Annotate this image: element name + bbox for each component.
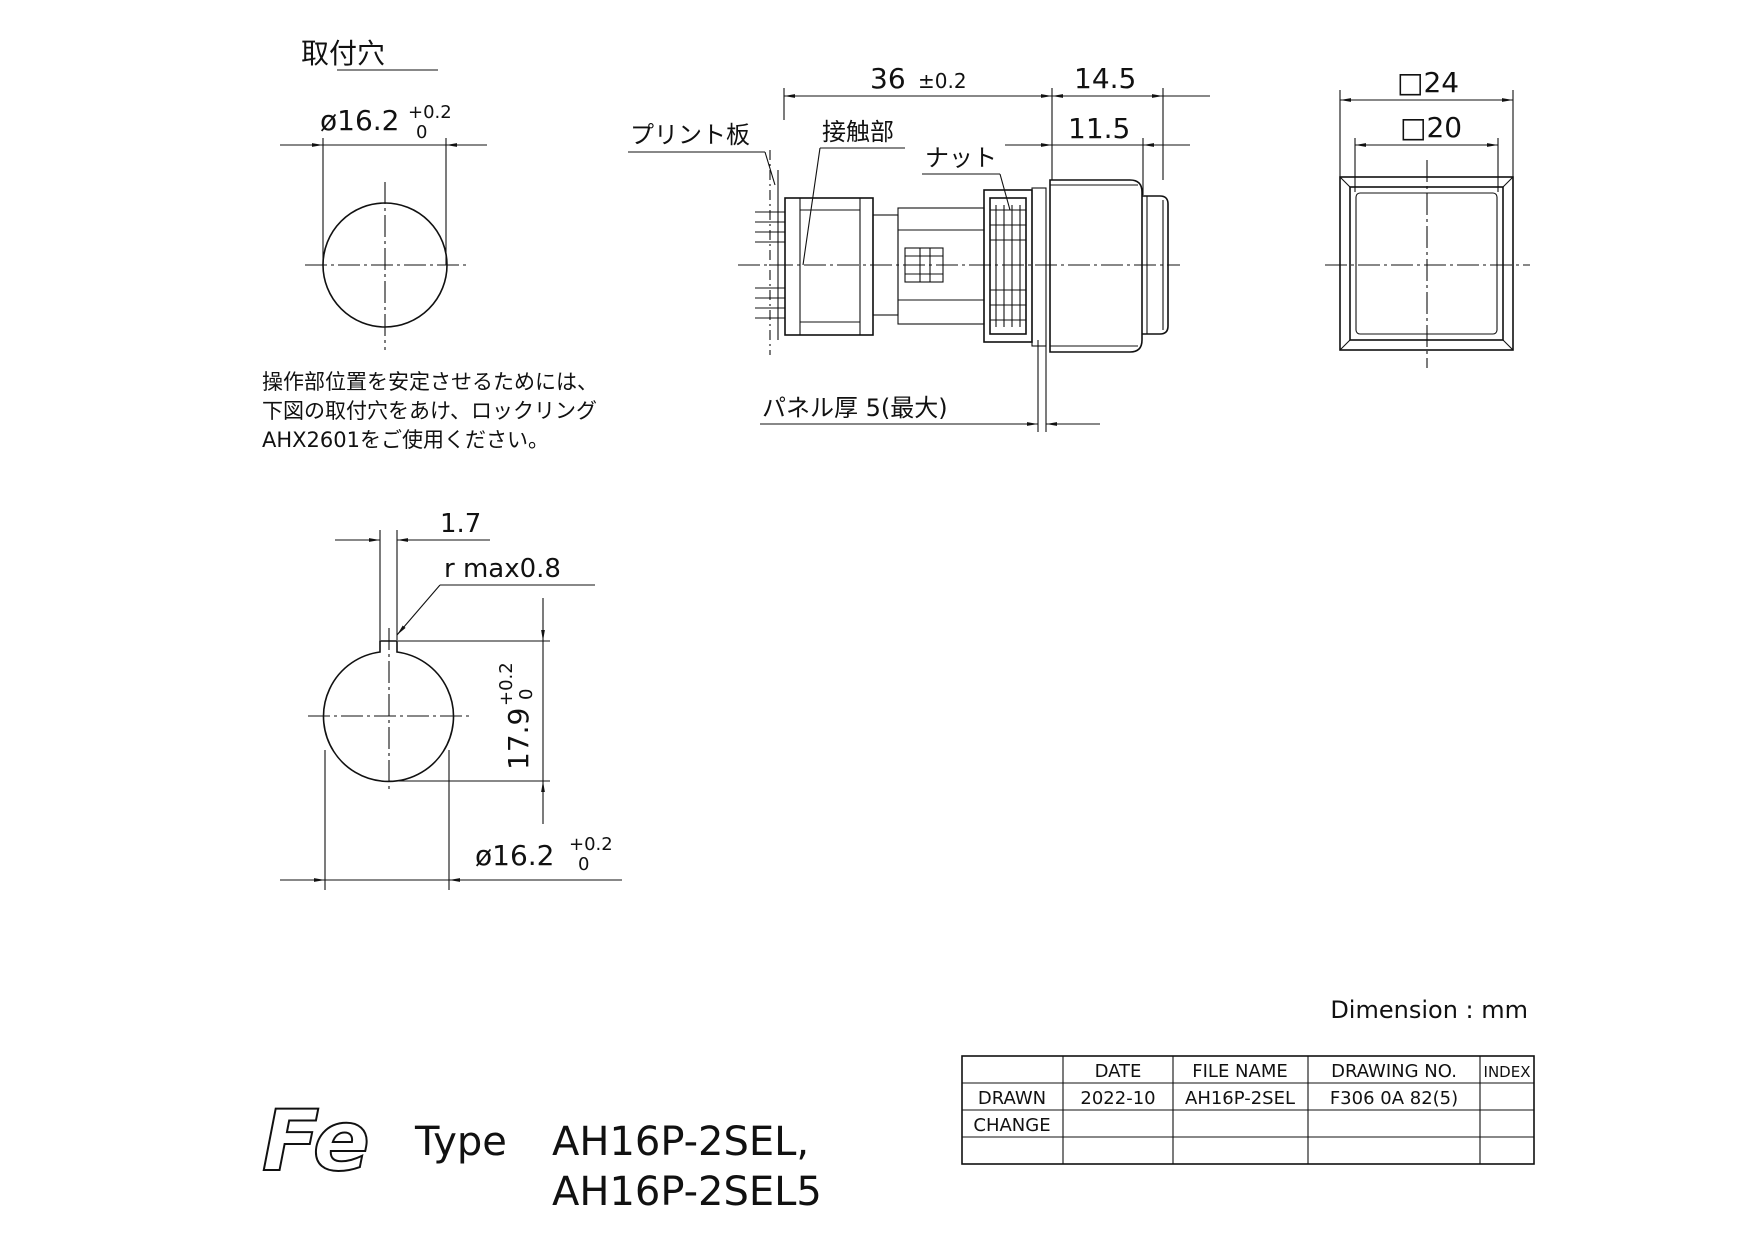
row-drawn-number: F306 0A 82(5)	[1330, 1088, 1458, 1109]
key-width-label: 1.7	[440, 509, 481, 539]
mounting-hole-title: 取付穴	[301, 37, 385, 70]
header-index: INDEX	[1484, 1063, 1531, 1081]
note-line-2: 下図の取付穴をあけ、ロックリング	[262, 399, 597, 423]
dim-11-5: 11.5	[1068, 112, 1130, 145]
inner-size-label: □20	[1400, 111, 1462, 144]
dimension-unit: Dimension : mm	[1330, 996, 1528, 1024]
row-drawn-date: 2022-10	[1080, 1088, 1155, 1109]
nut-label: ナット	[925, 144, 997, 172]
note-line-3: AHX2601をご使用ください。	[262, 428, 549, 452]
row-drawn-label: DRAWN	[978, 1088, 1046, 1109]
panel-thickness-label: パネル厚 5(最大)	[762, 394, 948, 422]
corner-radius-label: r max0.8	[444, 554, 561, 584]
mounting-hole-view: 取付穴 ø16.2 +0.2 0	[280, 37, 487, 350]
keyed-hole-tol-upper: +0.2	[569, 834, 613, 855]
keyed-hole-diameter: ø16.2	[475, 839, 554, 872]
logo-text: Fe	[262, 1092, 370, 1190]
header-date: DATE	[1095, 1061, 1142, 1082]
pcb-label: プリント板	[630, 121, 750, 149]
row-change-label: CHANGE	[973, 1115, 1050, 1136]
header-drawing-no: DRAWING NO.	[1331, 1061, 1457, 1082]
length-tol: ±0.2	[918, 69, 967, 93]
side-view: 36 ±0.2 14.5 11.5 プリント板 接触部 ナット	[628, 62, 1210, 432]
note-line-1: 操作部位置を安定させるためには、	[262, 370, 598, 394]
keyed-hole-view: 1.7 r max0.8 17.9 +0.2 0 ø16.2 +0.2	[280, 509, 622, 890]
row-drawn-file: AH16P-2SEL	[1185, 1088, 1295, 1109]
type-prefix: Type	[414, 1119, 507, 1165]
front-view: □24 □20	[1325, 66, 1530, 368]
header-file-name: FILE NAME	[1192, 1061, 1287, 1082]
keyed-hole-height: 17.9	[502, 708, 535, 770]
terminal-pins	[755, 211, 785, 319]
mounting-hole-diameter: ø16.2	[320, 104, 399, 137]
mounting-note: 操作部位置を安定させるためには、 下図の取付穴をあけ、ロックリング AHX260…	[262, 370, 598, 452]
outer-size-label: □24	[1397, 66, 1459, 99]
title-block: DATE FILE NAME DRAWING NO. INDEX DRAWN 2…	[961, 1055, 1535, 1165]
keyed-hole-height-tol-upper: +0.2	[496, 662, 517, 706]
nut-body	[983, 189, 1033, 343]
length-dim: 36	[870, 62, 906, 95]
contact-label: 接触部	[822, 118, 894, 146]
type-line-2: AH16P-2SEL5	[552, 1169, 822, 1215]
keyed-hole-tol-lower: 0	[578, 854, 589, 875]
mounting-hole-tol-upper: +0.2	[408, 102, 452, 123]
type-label: Type AH16P-2SEL, AH16P-2SEL5	[414, 1119, 822, 1215]
button-cap	[1049, 179, 1169, 353]
type-line-1: AH16P-2SEL,	[552, 1119, 809, 1165]
fe-logo: Fe	[261, 1091, 371, 1191]
dim-14-5: 14.5	[1074, 62, 1136, 95]
keyed-hole-height-tol-lower: 0	[516, 689, 537, 700]
contact-block	[784, 197, 985, 336]
mounting-hole-tol-lower: 0	[416, 122, 427, 143]
